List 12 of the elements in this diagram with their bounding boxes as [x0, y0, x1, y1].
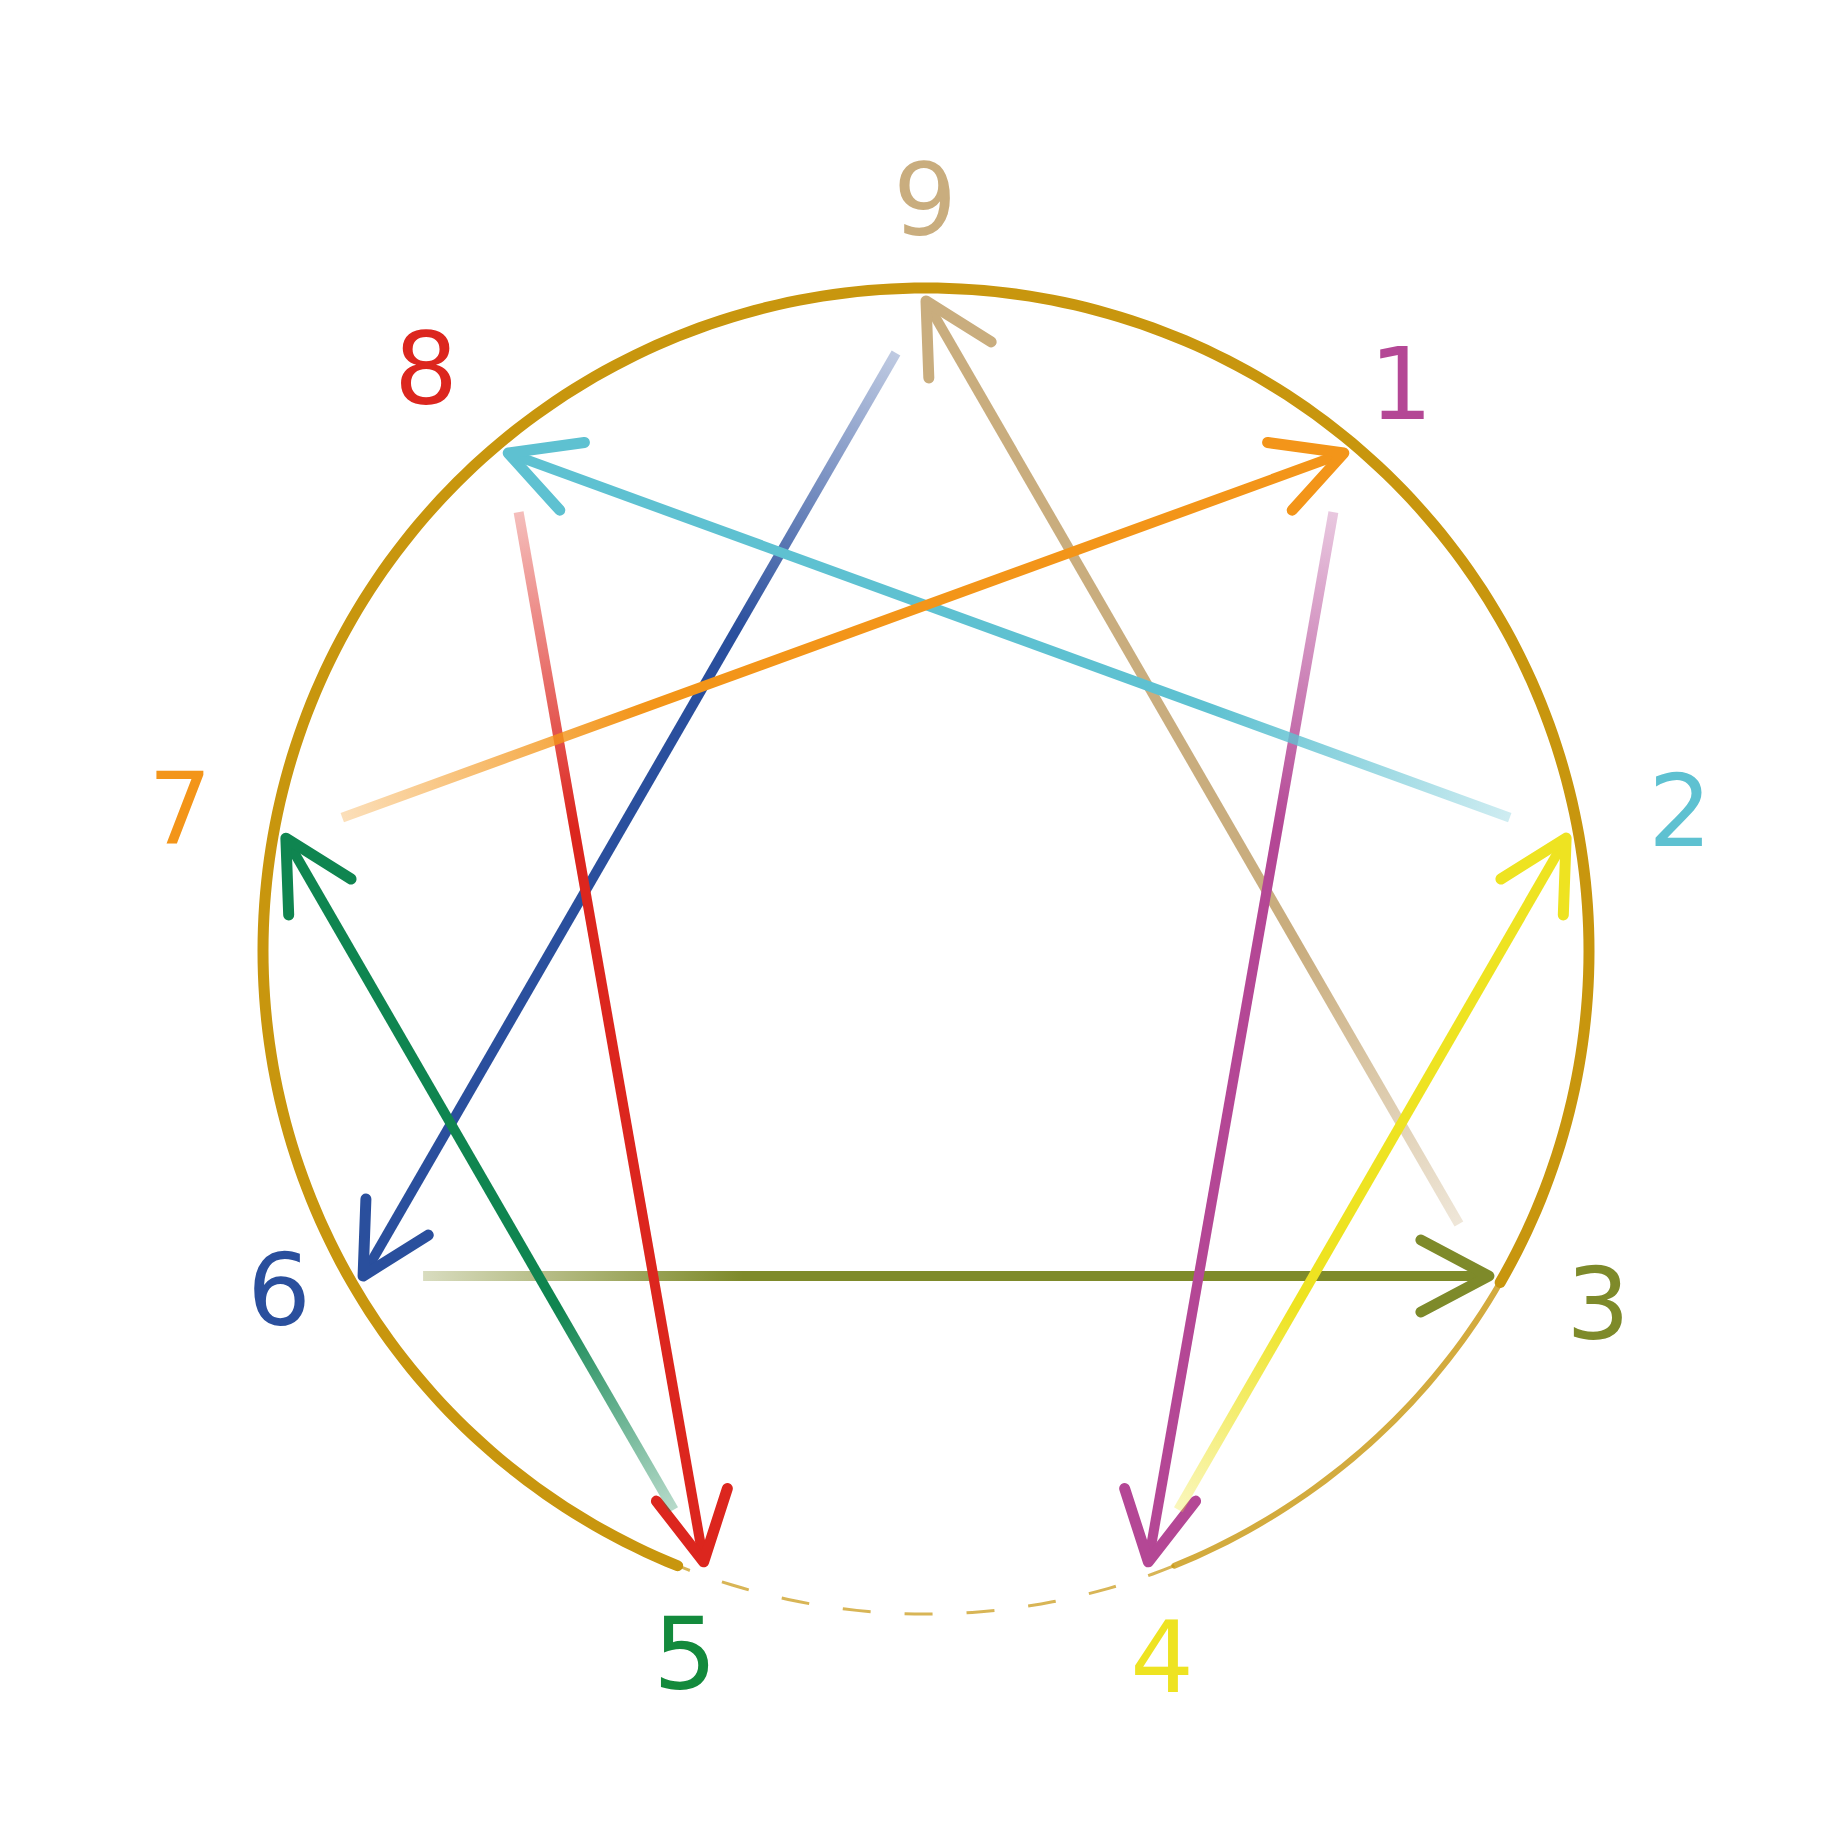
point-number: 8: [394, 320, 458, 420]
point-number: 1: [1369, 335, 1433, 435]
point-number: 6: [247, 1241, 311, 1341]
point-number: 9: [893, 151, 957, 251]
arrow: [513, 511, 733, 1568]
point-number: 7: [148, 760, 212, 860]
arrow: [1174, 832, 1572, 1513]
point-number: 2: [1648, 762, 1712, 862]
arrow: [280, 832, 678, 1513]
point-number: 4: [1130, 1608, 1194, 1708]
point-number: 5: [653, 1605, 717, 1705]
point-number: 3: [1566, 1255, 1630, 1355]
